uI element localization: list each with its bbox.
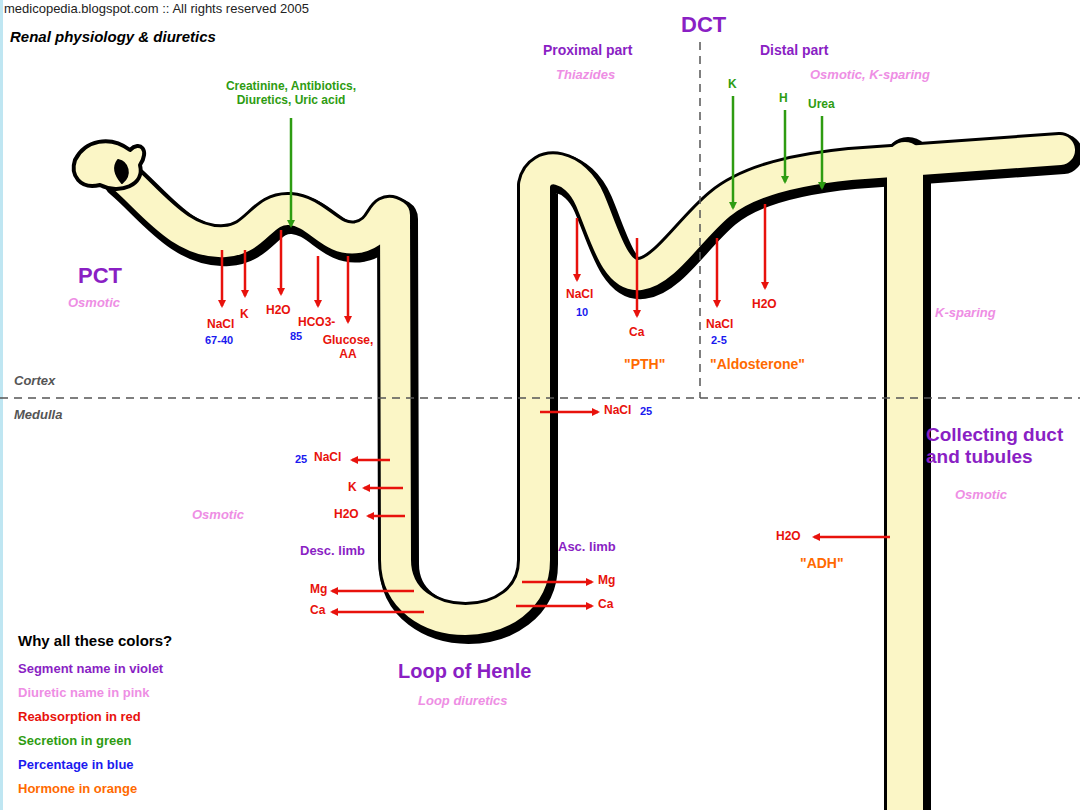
diuretic-name: Osmotic [955,488,1007,503]
reabsorption-label: Mg [598,574,615,588]
reabsorption-label: K [348,481,357,495]
diuretic-name: Loop diuretics [418,694,508,709]
percentage-label: 2-5 [711,334,727,347]
legend-entry: Percentage in blue [18,758,134,773]
segment-name: DCT [681,12,726,37]
reabsorption-label: Glucose, AA [318,334,378,362]
segment-name: Asc. limb [558,540,616,555]
legend-entry: Diuretic name in pink [18,686,149,701]
reabsorption-arrows [222,204,890,612]
secretion-label: Creatinine, Antibiotics, Diuretics, Uric… [206,80,376,108]
diuretic-name: Thiazides [556,68,615,83]
segment-name: Proximal part [543,42,632,58]
secretion-arrows [291,96,822,226]
reabsorption-label: NaCl [207,318,234,332]
percentage-label: 85 [290,330,302,343]
reabsorption-label: HCO3- [298,316,335,330]
reabsorption-label: H2O [334,508,359,522]
reabsorption-label: H2O [266,304,291,318]
side-strip [0,0,3,810]
tubule [74,141,1063,810]
reabsorption-label: NaCl [314,451,341,465]
percentage-label: 10 [576,306,588,319]
reabsorption-label: Ca [310,604,325,618]
diuretic-name: Osmotic [68,296,120,311]
region-divider [0,42,1080,398]
hormone-label: "Aldosterone" [710,356,805,372]
legend-entry: Segment name in violet [18,662,163,677]
segment-name: Distal part [760,42,828,58]
legend-heading: Why all these colors? [18,632,172,649]
legend-entry: Reabsorption in red [18,710,141,725]
percentage-label: 25 [640,405,652,418]
legend-entry: Hormone in orange [18,782,137,797]
reabsorption-label: K [240,308,249,322]
segment-name: Collecting duct and tubules [926,424,1076,468]
reabsorption-label: H2O [776,530,801,544]
diuretic-name: Osmotic, K-sparing [810,68,930,83]
percentage-label: 25 [295,453,307,466]
reabsorption-label: Ca [629,326,644,340]
secretion-label: Urea [808,98,835,112]
hormone-label: "ADH" [800,555,844,571]
reabsorption-label: NaCl [706,318,733,332]
secretion-label: H [779,92,788,106]
segment-name: Desc. limb [300,544,365,559]
segment-name: Loop of Henle [398,660,531,683]
segment-name: PCT [78,263,122,288]
reabsorption-label: NaCl [566,288,593,302]
diuretic-name: K-sparing [935,306,996,321]
region-label: Medulla [14,408,62,423]
watermark: medicopedia.blogspot.com :: All rights r… [4,2,309,17]
legend-entry: Secretion in green [18,734,131,749]
reabsorption-label: Mg [310,583,327,597]
reabsorption-label: H2O [752,298,777,312]
region-label: Cortex [14,374,55,389]
diuretic-name: Osmotic [192,508,244,523]
reabsorption-label: Ca [598,598,613,612]
hormone-label: "PTH" [624,356,665,372]
secretion-label: K [728,78,737,92]
page-title: Renal physiology & diuretics [10,28,216,45]
reabsorption-label: NaCl [604,404,631,418]
percentage-label: 67-40 [205,334,233,347]
